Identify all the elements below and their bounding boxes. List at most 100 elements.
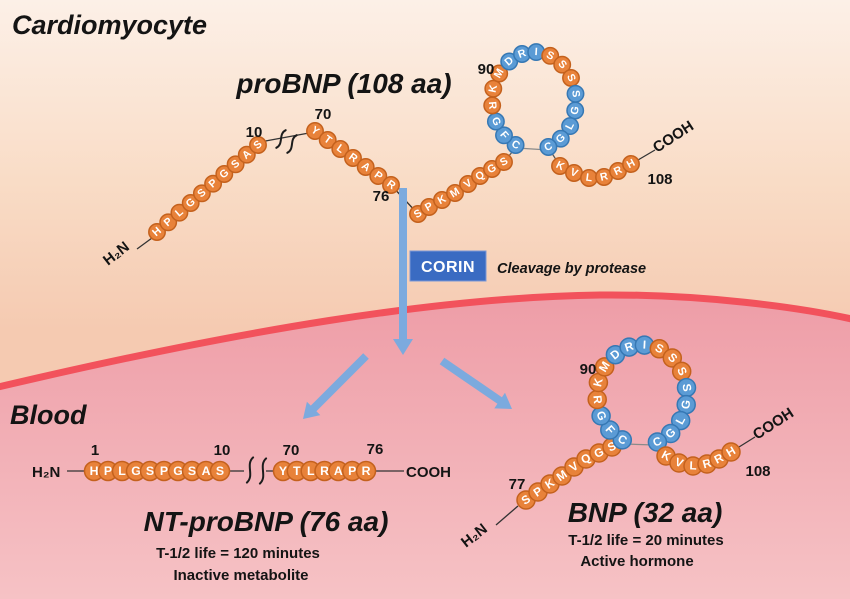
residue-bead: L bbox=[331, 140, 350, 158]
residue-bead: S bbox=[495, 153, 513, 171]
residue-letter: T bbox=[293, 464, 301, 478]
residue-bead: F bbox=[600, 420, 620, 440]
residue-letter: A bbox=[334, 464, 343, 478]
residue-letter: S bbox=[188, 464, 196, 478]
nterm-link bbox=[136, 237, 153, 250]
residue-bead: C bbox=[612, 430, 633, 450]
residue-letter: P bbox=[104, 464, 112, 478]
residue-bead: Y bbox=[306, 122, 324, 140]
residue-bead: R bbox=[355, 460, 377, 482]
residue-bead: P bbox=[204, 174, 223, 193]
residue-bead: G bbox=[125, 460, 147, 482]
blood-label: Blood bbox=[10, 400, 87, 430]
residue-bead: S bbox=[192, 184, 211, 203]
residue-bead: G bbox=[551, 129, 570, 148]
residue-bead: K bbox=[551, 157, 569, 175]
residue-letter: R bbox=[516, 47, 528, 61]
residue-bead: S bbox=[649, 339, 670, 359]
cterm-link bbox=[738, 436, 756, 448]
cell-membrane bbox=[0, 291, 850, 391]
corin-box bbox=[409, 250, 487, 282]
residue-letter: G bbox=[489, 115, 503, 127]
sequence-break-marks bbox=[245, 129, 298, 485]
residue-letter: Y bbox=[279, 464, 287, 478]
residue-bead: R bbox=[513, 45, 531, 63]
break-mark bbox=[258, 457, 268, 485]
break-mark bbox=[286, 134, 298, 154]
bnp-activity: Active hormone bbox=[580, 553, 693, 570]
residue-bead: G bbox=[486, 112, 505, 131]
residue-bead: K bbox=[484, 79, 503, 98]
ntprobnp-n-terminus: H₂N bbox=[32, 464, 60, 481]
ntprobnp-marker-70: 70 bbox=[283, 442, 300, 459]
residue-letter: R bbox=[590, 395, 604, 405]
bnp-marker-90: 90 bbox=[580, 361, 597, 378]
residue-letter: L bbox=[307, 464, 315, 478]
probnp-title: proBNP (108 aa) bbox=[235, 68, 451, 99]
residue-letter: I bbox=[642, 339, 646, 352]
residue-bead: P bbox=[159, 213, 178, 232]
residue-bead: S bbox=[566, 84, 585, 103]
flow-arrow bbox=[393, 188, 413, 355]
residue-letter: R bbox=[486, 101, 499, 110]
residue-bead: R bbox=[609, 162, 627, 180]
residue-bead: H bbox=[148, 223, 166, 241]
residue-letter: G bbox=[173, 464, 183, 478]
ntprobnp-c-terminus: COOH bbox=[406, 464, 451, 481]
residue-letter: S bbox=[680, 383, 694, 393]
blood-region bbox=[0, 294, 850, 599]
residue-letter: L bbox=[689, 459, 697, 472]
residue-letter: K bbox=[487, 83, 500, 93]
residue-bead: S bbox=[249, 136, 267, 154]
residue-bead: S bbox=[209, 460, 231, 482]
ntprobnp-marker-1: 1 bbox=[91, 442, 99, 459]
probnp-marker-90: 90 bbox=[478, 61, 495, 78]
residue-bead: G bbox=[591, 406, 611, 426]
bnp-title: BNP (32 aa) bbox=[568, 497, 723, 528]
residue-bead: C bbox=[647, 432, 668, 452]
residue-letter: S bbox=[569, 89, 582, 98]
ntprobnp-marker-10: 10 bbox=[214, 442, 231, 459]
residue-bead: S bbox=[541, 46, 560, 65]
residue-letter: G bbox=[131, 464, 141, 478]
residue-bead: H bbox=[721, 442, 741, 462]
secretion-arrows bbox=[303, 188, 512, 419]
residue-bead: R bbox=[344, 149, 362, 167]
residue-letter: A bbox=[202, 464, 211, 478]
residue-letter: P bbox=[160, 464, 168, 478]
residue-letter: V bbox=[568, 166, 580, 180]
residue-bead: S bbox=[226, 155, 245, 174]
residue-bead: R bbox=[382, 176, 400, 194]
residue-letter: S bbox=[544, 49, 556, 63]
residue-letter: L bbox=[563, 120, 577, 132]
residue-letter: R bbox=[320, 464, 329, 478]
residue-bead: V bbox=[565, 164, 583, 182]
residue-bead: S bbox=[562, 68, 580, 87]
break-mark bbox=[275, 129, 287, 149]
residue-letter: R bbox=[599, 170, 610, 184]
cleavage-note: Cleavage by protease bbox=[497, 261, 646, 277]
residue-bead: R bbox=[587, 389, 607, 410]
residue-bead: L bbox=[580, 169, 598, 187]
residue-bead: M bbox=[490, 64, 509, 83]
cardiomyocyte-label: Cardiomyocyte bbox=[12, 10, 207, 40]
residue-bead: L bbox=[170, 203, 189, 222]
residue-bead: M bbox=[594, 357, 615, 377]
residue-letter: S bbox=[146, 464, 154, 478]
residue-bead: A bbox=[328, 460, 349, 482]
residue-letter: S bbox=[216, 464, 224, 478]
ntprobnp-activity: Inactive metabolite bbox=[173, 567, 308, 584]
probnp-marker-10: 10 bbox=[246, 124, 263, 141]
break-mark bbox=[245, 456, 255, 484]
residue-bead: S bbox=[662, 348, 683, 368]
bnp-marker-77: 77 bbox=[509, 476, 526, 493]
probnp-marker-70: 70 bbox=[315, 106, 332, 123]
residue-letter: S bbox=[564, 72, 578, 83]
residue-letter: P bbox=[348, 464, 356, 478]
ntprobnp-halflife: T-1/2 life = 120 minutes bbox=[156, 545, 320, 562]
flow-arrow bbox=[303, 353, 369, 419]
residue-bead: S bbox=[676, 377, 697, 398]
